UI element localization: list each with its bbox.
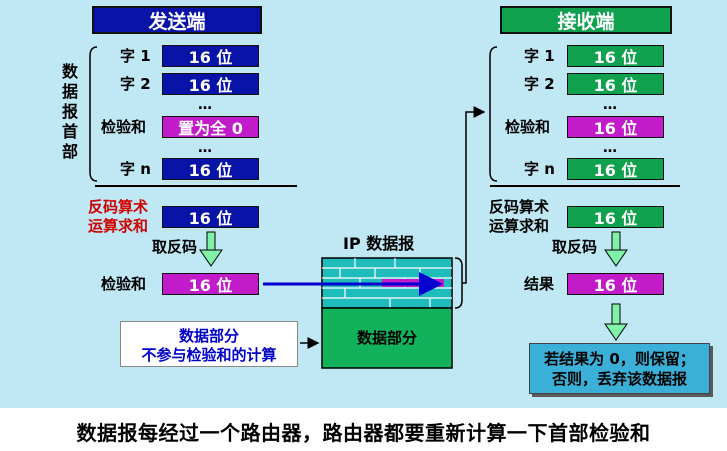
decision-line-1: 若结果为 0，则保留；: [544, 350, 695, 368]
note-line-2: 不参与检验和的计算: [141, 346, 277, 364]
sender-checksum-value: 16 位: [162, 273, 259, 295]
sender-header-label-char: 首: [62, 122, 79, 141]
receiver-row-label: 字 2: [524, 75, 555, 93]
receiver-checksum-value: 16 位: [567, 116, 664, 138]
receiver-result-label: 结果: [524, 275, 555, 293]
sender-ellipsis: …: [198, 97, 212, 113]
receiver-row-value: 16 位: [567, 158, 664, 180]
sender-checksum-zero: 置为全 0: [162, 116, 259, 138]
datagram-title: IP 数据报: [343, 234, 415, 253]
sender-title: 发送端: [92, 6, 262, 34]
footer-caption: 数据报每经过一个路由器，路由器都要重新计算一下首部检验和: [76, 421, 651, 445]
sender-sum-label: 反码算术: [88, 198, 149, 216]
sender-row-value: 16 位: [162, 73, 259, 95]
datagram-to-receiver-line: [462, 106, 486, 284]
receiver-down-arrow-1: [604, 231, 628, 267]
receiver-header-bracket: [489, 46, 498, 182]
datagram-header-bracket: [454, 257, 463, 309]
receiver-title: 接收端: [500, 6, 672, 34]
sender-invert-label: 取反码: [152, 238, 198, 256]
receiver-down-arrow-2: [604, 303, 628, 341]
receiver-row-value: 16 位: [567, 73, 664, 95]
sender-row-label: 字 n: [120, 160, 151, 178]
sender-row-label: 字 1: [120, 47, 151, 65]
receiver-ellipsis: …: [603, 140, 617, 156]
decision-box: 若结果为 0，则保留； 否则，丢弃该数据报: [529, 343, 710, 394]
receiver-row-value: 16 位: [567, 45, 664, 67]
sender-row-label: 检验和: [101, 118, 147, 136]
sender-header-label-char: 据: [62, 82, 79, 101]
sender-row-label: 字 2: [120, 75, 151, 93]
datagram-data-part: [321, 307, 453, 369]
sender-row-value: 16 位: [162, 158, 259, 180]
receiver-invert-label: 取反码: [552, 238, 598, 256]
sender-header-bracket: [89, 46, 98, 182]
data-part-note: 数据部分 不参与检验和的计算: [120, 321, 298, 367]
receiver-sum-label: 运算求和: [489, 217, 550, 235]
receiver-sum-label: 反码算术: [489, 198, 550, 216]
sender-row-value: 16 位: [162, 45, 259, 67]
sender-header-label-char: 报: [62, 102, 79, 121]
datagram-data-label: 数据部分: [356, 329, 417, 347]
note-line-1: 数据部分: [178, 327, 239, 345]
sender-header-label-char: 部: [62, 142, 79, 161]
receiver-sum-value: 16 位: [567, 206, 664, 228]
receiver-row-label: 字 1: [524, 47, 555, 65]
receiver-row-label: 字 n: [524, 160, 555, 178]
receiver-result-value: 16 位: [567, 273, 664, 295]
receiver-ellipsis: …: [603, 97, 617, 113]
sender-header-label-char: 数: [62, 62, 79, 81]
sender-down-arrow: [199, 231, 223, 267]
sender-sum-label: 运算求和: [88, 217, 149, 235]
receiver-row-label: 检验和: [505, 118, 551, 136]
decision-line-2: 否则，丢弃该数据报: [551, 370, 687, 388]
sender-sum-value: 16 位: [162, 206, 259, 228]
sender-checksum-label: 检验和: [101, 275, 147, 293]
sender-ellipsis: …: [198, 140, 212, 156]
